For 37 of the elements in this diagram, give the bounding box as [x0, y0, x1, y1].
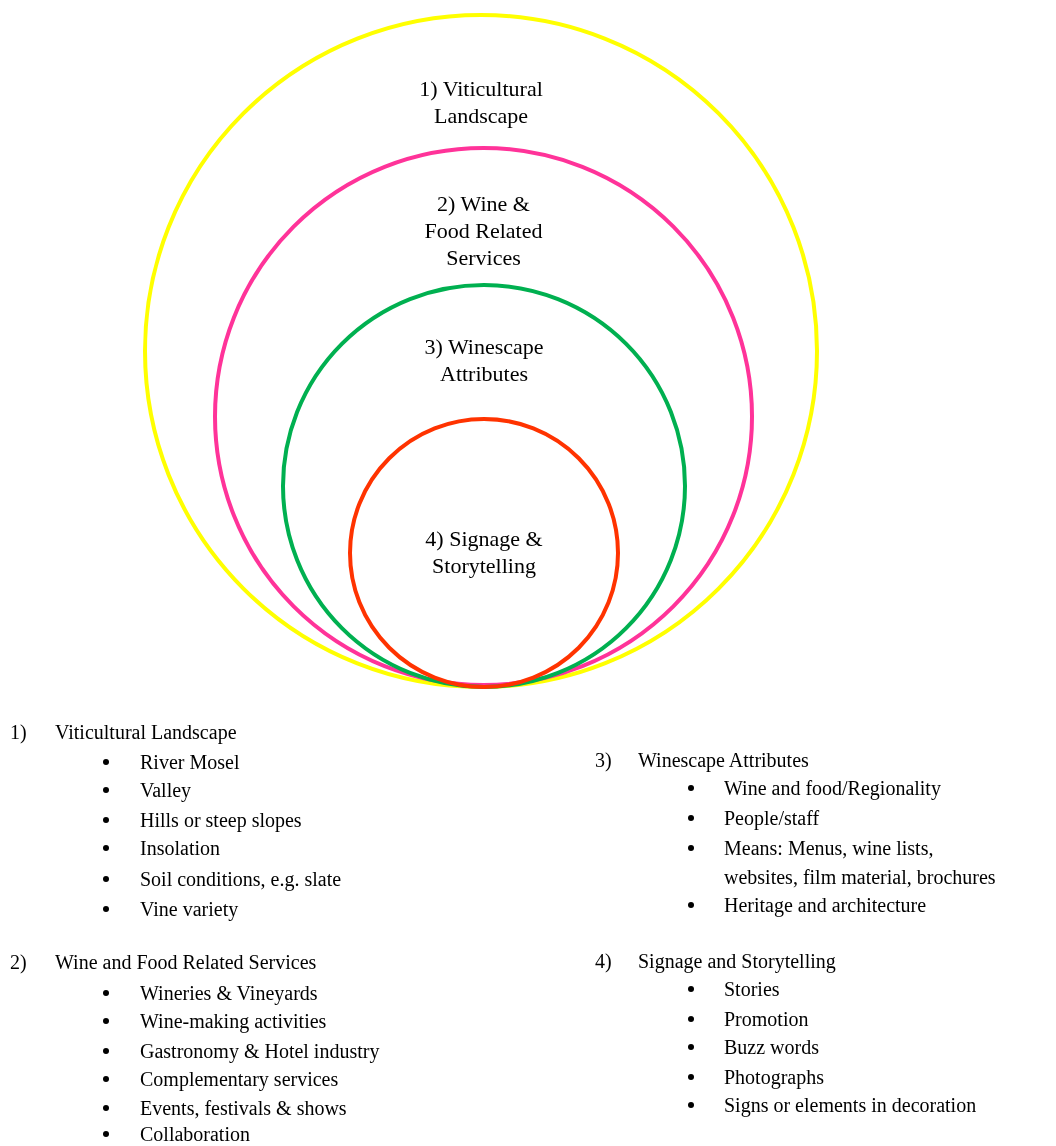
list-item: Wine and food/Regionality: [724, 775, 942, 802]
list-item: Wine-making activities: [140, 1008, 328, 1035]
list-item: Photographs: [724, 1064, 825, 1091]
list-item: Gastronomy & Hotel industry: [140, 1038, 381, 1065]
circle-ring: [213, 146, 754, 687]
list-item: Wineries & Vineyards: [140, 980, 319, 1007]
list-item: Promotion: [724, 1006, 810, 1032]
circle-ring: [348, 417, 620, 689]
list-item: Valley: [140, 777, 193, 804]
list-heading: Viticultural Landscape: [55, 720, 237, 744]
list-item: Complementary services: [140, 1066, 340, 1093]
circle-label: 2) Wine & Food Related Services: [423, 190, 544, 271]
list-item: Hills or steep slopes: [140, 807, 303, 834]
circle-label: 3) Winescape Attributes: [423, 333, 545, 387]
list-heading: Signage and Storytelling: [638, 949, 836, 973]
list-item: Means: Menus, wine lists, websites, film material, brochures: [724, 835, 997, 890]
list-number: 1): [10, 720, 27, 744]
list-item: Insolation: [140, 835, 221, 861]
list-number: 3): [595, 748, 612, 772]
list-item: Vine variety: [140, 896, 240, 923]
circle-ring: [143, 13, 819, 689]
list-item: People/staff: [724, 805, 821, 832]
list-item: Soil conditions, e.g. slate: [140, 866, 343, 893]
list-heading: Wine and Food Related Services: [55, 950, 317, 974]
list-item: Events, festivals & shows: [140, 1095, 348, 1121]
list-item: Stories: [724, 976, 781, 1002]
circle-label: 1) Viticultural Landscape: [418, 75, 544, 129]
list-item: Heritage and architecture: [724, 892, 928, 919]
list-heading: Winescape Attributes: [638, 748, 809, 772]
list-item: River Mosel: [140, 749, 241, 775]
circle-ring: [281, 283, 687, 689]
list-item: Signs or elements in decoration: [724, 1092, 978, 1119]
list-item: Buzz words: [724, 1034, 820, 1060]
list-item: Collaboration: [140, 1121, 251, 1146]
circle-label: 4) Signage & Storytelling: [424, 525, 544, 579]
list-number: 2): [10, 950, 27, 974]
list-number: 4): [595, 949, 612, 973]
